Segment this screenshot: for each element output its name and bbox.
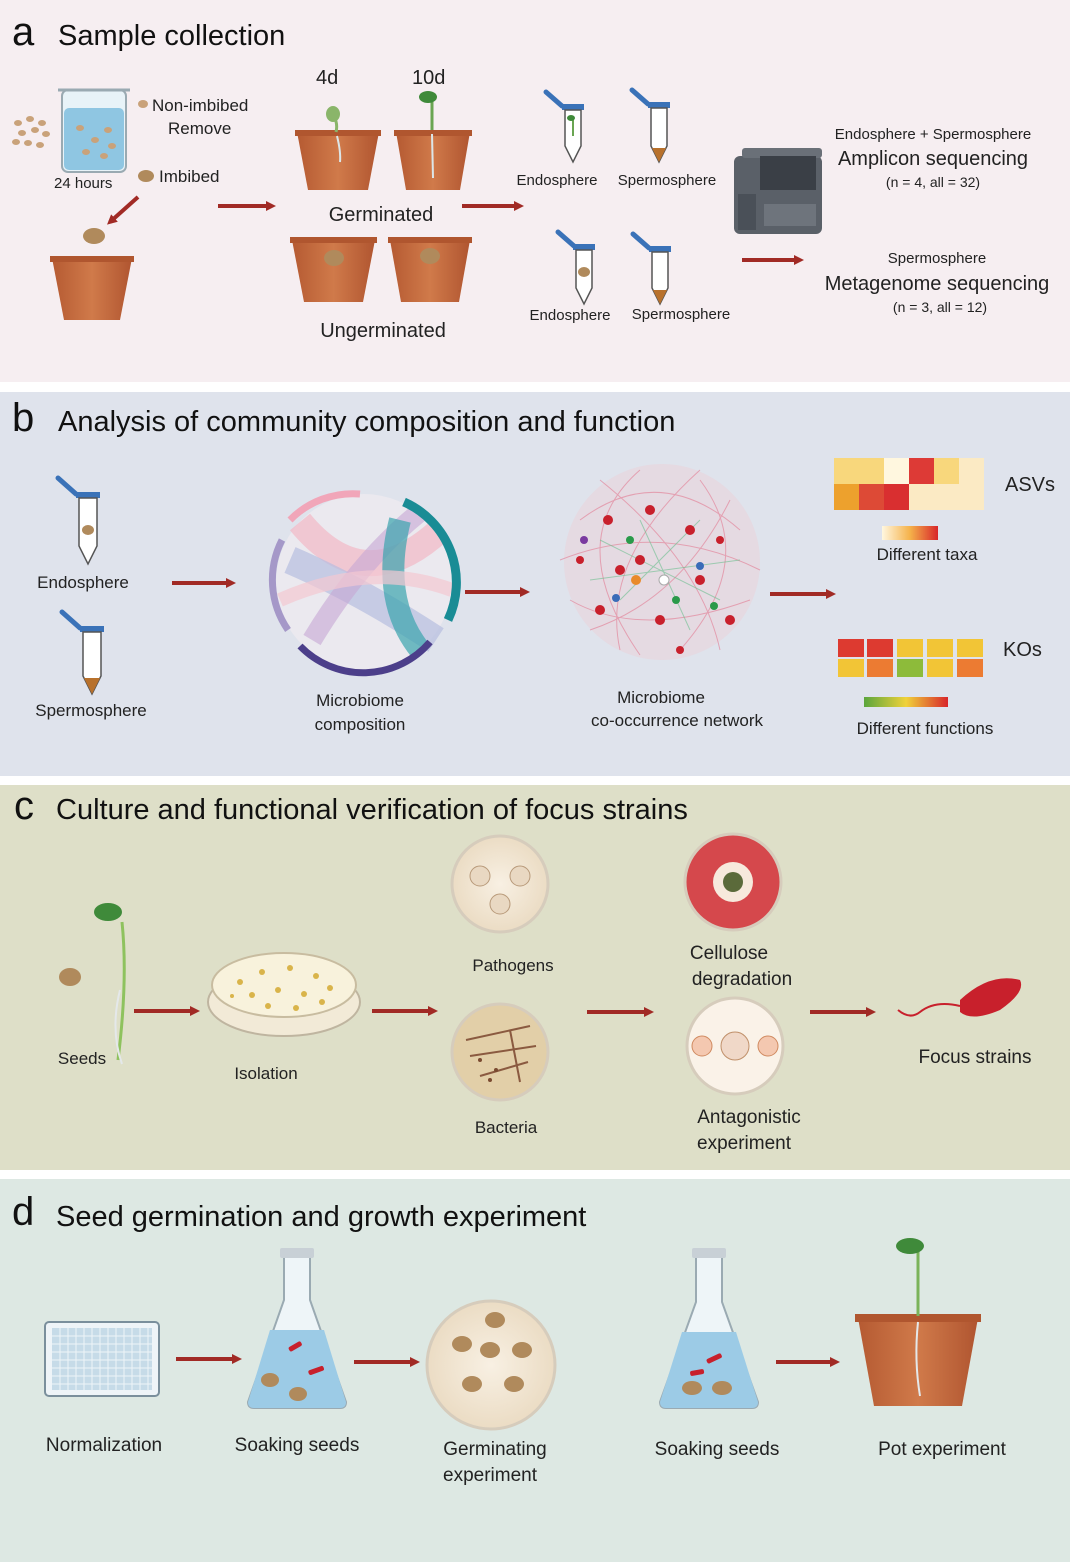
well-plate-icon	[44, 1321, 160, 1397]
antagonistic-label-1: Antagonistic	[697, 1107, 801, 1128]
day10-label: 10d	[412, 67, 446, 89]
ungerminated-label: Ungerminated	[320, 320, 446, 342]
panel-d-title: Seed germination and growth experiment	[56, 1201, 587, 1233]
pathogens-label: Pathogens	[472, 956, 554, 975]
normalization-label: Normalization	[45, 1435, 163, 1456]
endosphere-bottom-label: Endosphere	[529, 307, 611, 324]
seed-cluster-icon	[12, 116, 50, 148]
panel-c-letter: c	[14, 784, 34, 828]
spermosphere-label: Spermosphere	[35, 701, 147, 720]
sequencer-icon	[734, 148, 822, 234]
bacteria-label: Bacteria	[474, 1118, 538, 1137]
spermosphere-tube-icon	[59, 609, 104, 696]
pot-seedling-icon	[855, 1238, 981, 1406]
seeds-label: Seeds	[57, 1049, 107, 1068]
day4-label: 4d	[316, 67, 339, 89]
taxa-gradient-bar	[882, 526, 938, 540]
focus-strains-label: Focus strains	[918, 1047, 1032, 1068]
cellulose-degradation-dish-icon	[683, 832, 783, 932]
soaking-seeds-1-label: Soaking seeds	[234, 1435, 360, 1456]
beaker-icon	[58, 88, 130, 173]
cellulose-label-2: degradation	[691, 969, 793, 990]
ungerminated-pot-icon	[388, 237, 472, 302]
isolation-petri-dish-icon	[207, 952, 361, 1037]
ungerminated-pot-icon	[290, 237, 377, 302]
germinating-label-2: experiment	[443, 1465, 537, 1486]
amplicon-header: Endosphere + Spermosphere	[834, 126, 1032, 143]
panel-a-title: Sample collection	[58, 20, 286, 52]
pot-with-seed-icon	[50, 228, 134, 320]
antagonistic-dish-icon	[685, 996, 785, 1096]
seedling-icon	[59, 903, 126, 1065]
meta-header: Spermosphere	[887, 250, 987, 267]
germinated-pot-4d-icon	[295, 106, 381, 190]
panel-a-letter: a	[12, 10, 35, 54]
different-functions-label: Different functions	[856, 719, 994, 738]
spermosphere-bottom-label: Spermosphere	[631, 306, 731, 323]
meta-n: (n = 3, all = 12)	[892, 299, 988, 315]
endosphere-label: Endosphere	[37, 573, 129, 592]
imbibed-label: Imbibed	[159, 167, 220, 186]
amplicon-title: Amplicon sequencing	[837, 148, 1029, 170]
pathogens-dish-icon	[450, 834, 550, 934]
spermosphere-top-label: Spermosphere	[617, 172, 717, 189]
germinated-label: Germinated	[328, 204, 434, 226]
spermosphere-tube-top-icon	[629, 87, 670, 164]
chord-diagram-icon	[268, 490, 461, 677]
cellulose-label-1: Cellulose	[689, 943, 769, 964]
non-imbibed-seed-icon	[138, 100, 148, 108]
pot-experiment-label: Pot experiment	[878, 1439, 1006, 1460]
spermosphere-tube-bottom-icon	[630, 231, 671, 306]
co-occurrence-network-icon	[559, 464, 761, 660]
endosphere-tube-icon	[55, 475, 100, 566]
soaking-seeds-2-label: Soaking seeds	[654, 1439, 780, 1460]
bacteria-dish-icon	[450, 1002, 550, 1102]
panel-c-title: Culture and functional verification of f…	[56, 794, 688, 826]
endosphere-tube-top-icon	[543, 89, 584, 164]
network-label-2: co-occurrence network	[591, 711, 763, 730]
imbibed-seed-icon	[138, 170, 154, 182]
network-label-1: Microbiome	[617, 688, 705, 707]
focus-strain-bacterium-icon	[897, 978, 1022, 1017]
composition-label-2: composition	[314, 715, 406, 734]
composition-label-1: Microbiome	[316, 691, 404, 710]
amplicon-n: (n = 4, all = 32)	[885, 174, 981, 190]
asvs-label: ASVs	[1005, 474, 1056, 496]
remove-label: Remove	[168, 119, 232, 138]
germinated-pot-10d-icon	[394, 91, 472, 190]
endosphere-tube-bottom-icon	[555, 229, 595, 306]
endosphere-top-label: Endosphere	[516, 172, 598, 189]
panel-a-background	[0, 0, 1070, 382]
panel-d-letter: d	[12, 1190, 35, 1234]
isolation-label: Isolation	[234, 1064, 298, 1083]
asv-heatmap-icon	[834, 458, 984, 510]
ko-heatmap-icon	[838, 639, 983, 677]
function-gradient-bar	[864, 697, 948, 707]
flask-soaking-2-icon	[658, 1248, 760, 1409]
panel-b-letter: b	[12, 396, 35, 440]
flask-soaking-1-icon	[246, 1248, 348, 1409]
antagonistic-label-2: experiment	[697, 1133, 791, 1154]
different-taxa-label: Different taxa	[876, 545, 978, 564]
germinating-dish-icon	[425, 1299, 557, 1431]
hours-label: 24 hours	[54, 175, 113, 192]
non-imbibed-label: Non-imbibed	[152, 96, 249, 115]
meta-title: Metagenome sequencing	[824, 273, 1050, 295]
panel-b-title: Analysis of community composition and fu…	[58, 406, 676, 438]
kos-label: KOs	[1003, 639, 1042, 661]
germinating-label-1: Germinating	[443, 1439, 547, 1460]
